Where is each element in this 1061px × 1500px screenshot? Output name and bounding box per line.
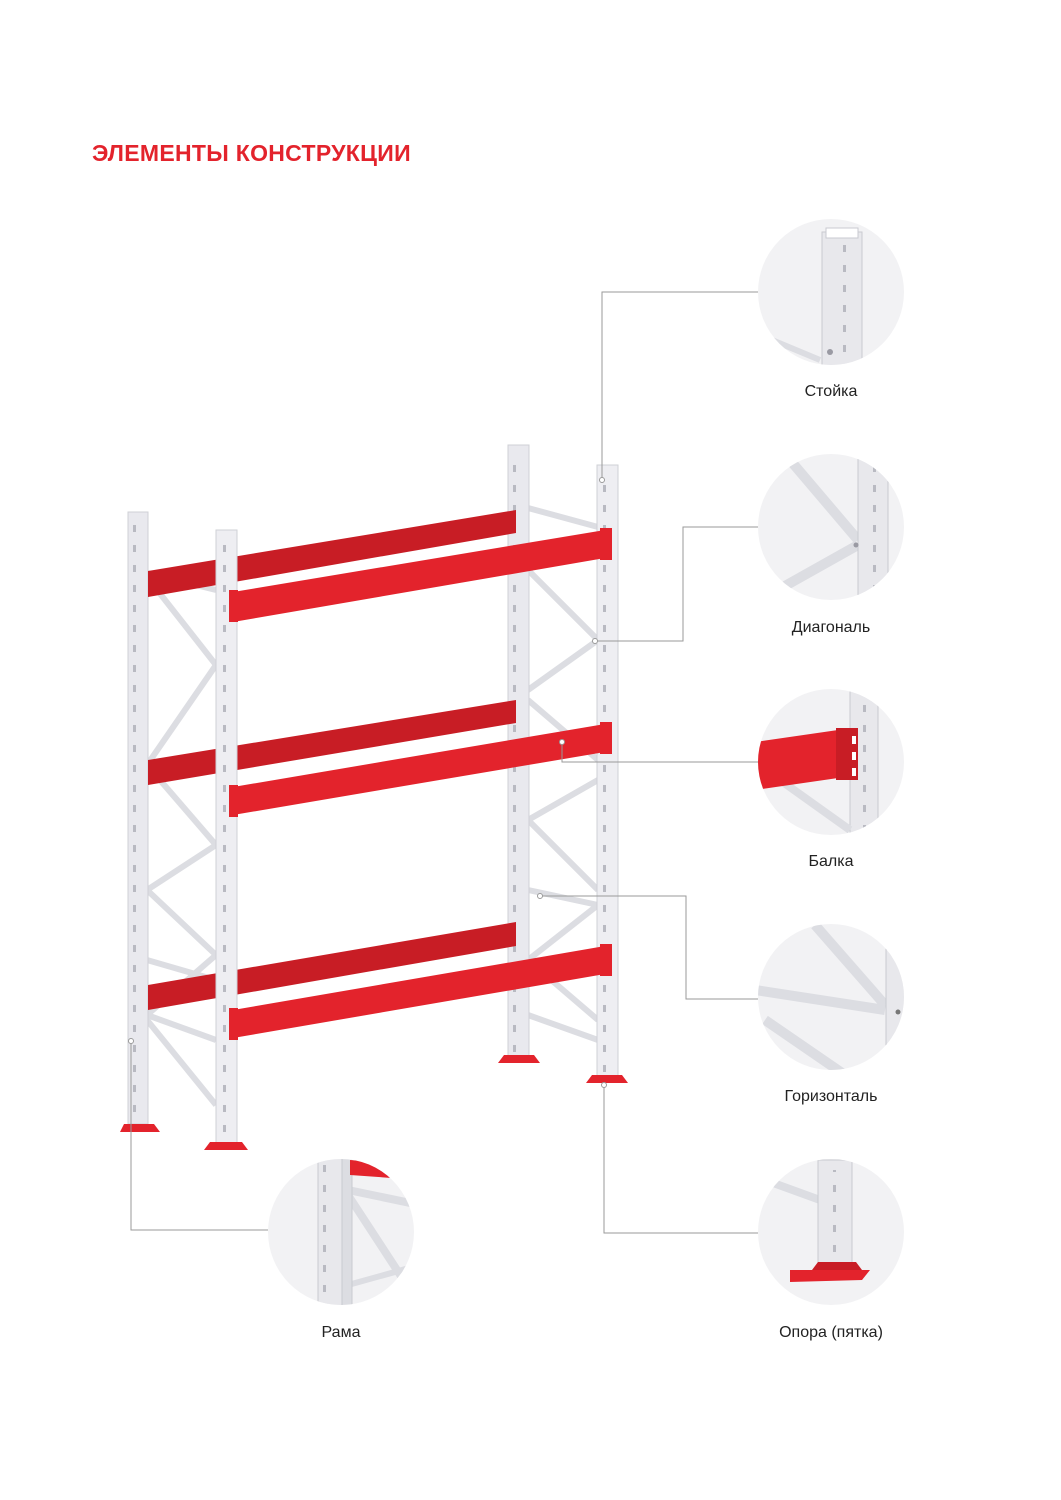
beam-detail-icon (758, 689, 904, 835)
footplates (120, 1055, 628, 1150)
frame-detail-icon (268, 1159, 414, 1305)
label-horizontal: Горизонталь (784, 1088, 878, 1105)
label-beam: Балка (808, 853, 854, 870)
front-uprights (215, 464, 619, 1146)
front-beams (229, 528, 612, 1040)
label-diagonal: Диагональ (791, 619, 871, 636)
leader-dots (128, 477, 607, 1088)
leader-lines (130, 291, 758, 1234)
left-frame-bracing (144, 570, 219, 1107)
page-title: ЭЛЕМЕНТЫ КОНСТРУКЦИИ (92, 140, 411, 166)
diagonal-detail-icon (758, 454, 904, 600)
label-upright: Стойка (804, 383, 858, 400)
upright-detail-icon (758, 219, 904, 365)
label-footplate: Опора (пятка) (779, 1324, 883, 1341)
back-beams (148, 510, 516, 1010)
horizontal-detail-icon (758, 924, 904, 1070)
footplate-detail-icon (758, 1159, 904, 1305)
rack (120, 444, 628, 1150)
label-frame: Рама (321, 1324, 361, 1341)
